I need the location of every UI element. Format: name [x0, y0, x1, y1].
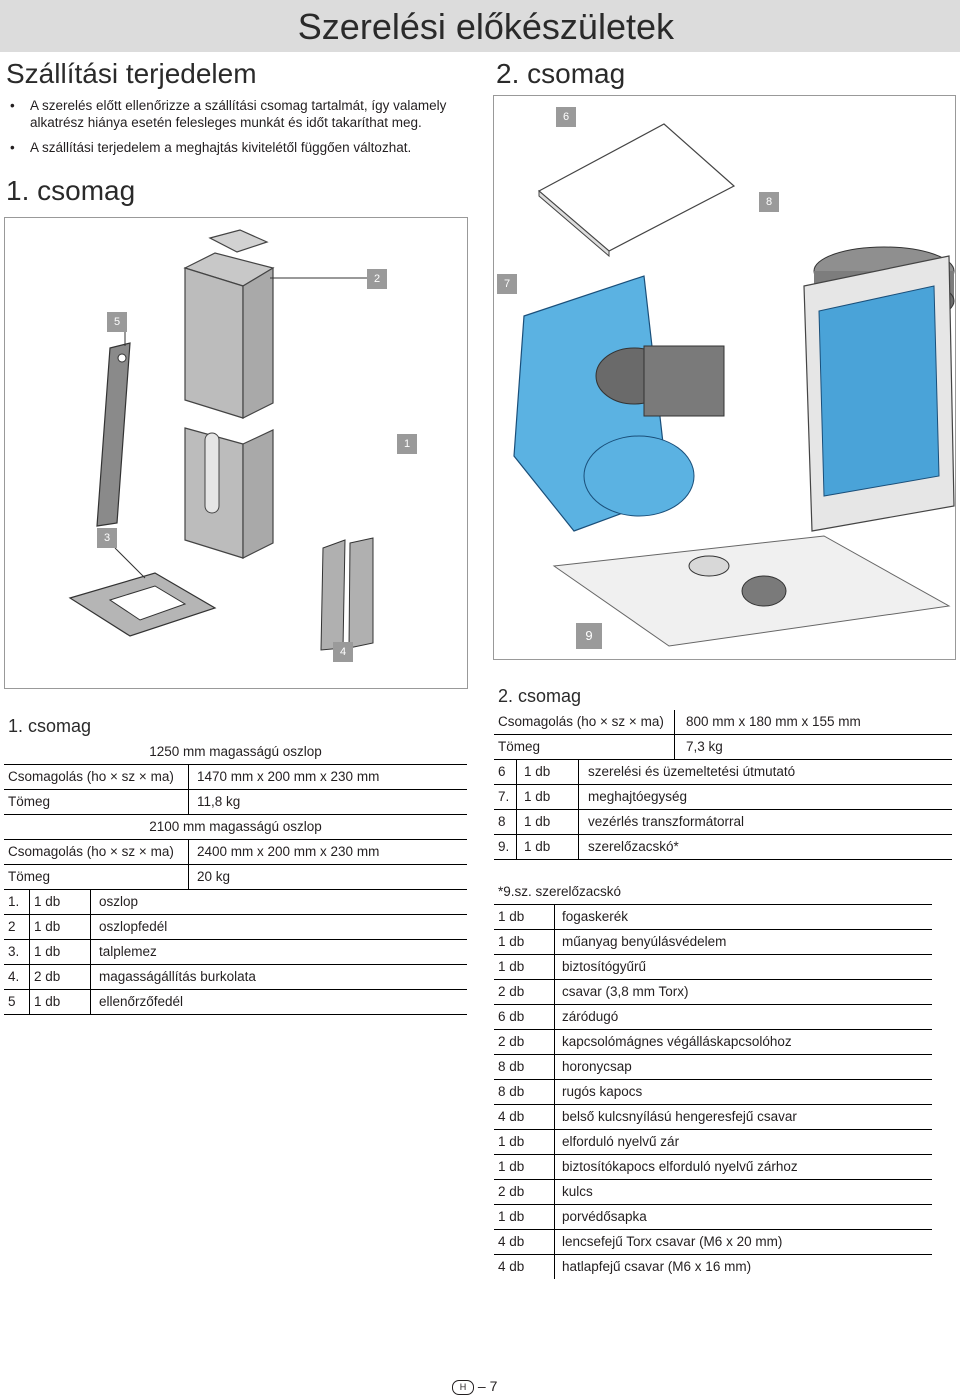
- table-cell: Csomagolás (ho × sz × ma): [8, 769, 174, 784]
- table-cell: 2400 mm x 200 mm x 230 mm: [197, 844, 380, 859]
- package2-heading: 2. csomag: [496, 58, 626, 89]
- table-row: Csomagolás (ho × sz × ma) 2400 mm x 200 m…: [4, 840, 467, 865]
- page-title: Szerelési előkészületek: [297, 6, 674, 47]
- table-row: 1250 mm magasságú oszlop: [4, 740, 467, 765]
- table-row: Csomagolás (ho × sz × ma)800 mm x 180 mm…: [494, 710, 952, 735]
- table-subheading: 1250 mm magasságú oszlop: [149, 744, 322, 759]
- table-row: Tömeg 11,8 kg: [4, 790, 467, 815]
- page-dash: –: [477, 1378, 486, 1394]
- package2-drawing: [513, 123, 955, 647]
- bullet-item: A szerelés előtt ellenőrizze a szállítás…: [8, 97, 478, 131]
- table-cell: 11,8 kg: [197, 794, 241, 809]
- table-cell: Tömeg: [8, 869, 51, 884]
- table-cell: Tömeg: [8, 794, 51, 809]
- table-cell: Csomagolás (ho × sz × ma): [8, 844, 174, 859]
- table-subheading: 2100 mm magasságú oszlop: [149, 819, 322, 834]
- package1-drawing: [68, 229, 374, 651]
- country-badge: H: [452, 1379, 474, 1395]
- table-row: Tömeg 20 kg: [4, 865, 467, 890]
- figure-tag: 6: [556, 107, 576, 127]
- table-cell: 20 kg: [197, 869, 231, 884]
- table-cell: 1470 mm x 200 mm x 230 mm: [197, 769, 380, 784]
- figure-tag: 2: [367, 269, 387, 289]
- package1-table: 1250 mm magasságú oszlop Csomagolás (ho …: [4, 740, 467, 1015]
- package2-illustration: 6 8 7 9: [493, 95, 956, 660]
- figure-tag: 5: [107, 312, 127, 332]
- package1-illustration: 2 5 1 3 4: [4, 217, 468, 689]
- table-row: 2100 mm magasságú oszlop: [4, 815, 467, 840]
- package1-heading: 1. csomag: [6, 175, 136, 206]
- package2-table: Csomagolás (ho × sz × ma)800 mm x 180 mm…: [494, 710, 952, 860]
- figure-tag: 3: [97, 528, 117, 548]
- table3-title: *9.sz. szerelőzacskó: [498, 884, 622, 899]
- table-row: Csomagolás (ho × sz × ma) 1470 mm x 200 m…: [4, 765, 467, 790]
- bullet-item: A szállítási terjedelem a meghajtás kivi…: [8, 139, 478, 156]
- bullet-list: A szerelés előtt ellenőrizze a szállítás…: [8, 97, 478, 164]
- figure-tag: 4: [333, 642, 353, 662]
- figure-tag: 1: [397, 434, 417, 454]
- figure-tag: 7: [497, 274, 517, 294]
- figure-tag: 9: [576, 623, 602, 649]
- table1-title: 1. csomag: [8, 716, 92, 736]
- figure-tag: 8: [759, 192, 779, 212]
- section-heading: Szállítási terjedelem: [6, 58, 257, 89]
- page-number: 7: [489, 1378, 498, 1394]
- header-band: [0, 0, 960, 52]
- page-footer: H – 7: [452, 1378, 497, 1395]
- table-row: *9.sz. szerelőzacskó: [494, 880, 932, 905]
- table2-title: 2. csomag: [498, 686, 582, 706]
